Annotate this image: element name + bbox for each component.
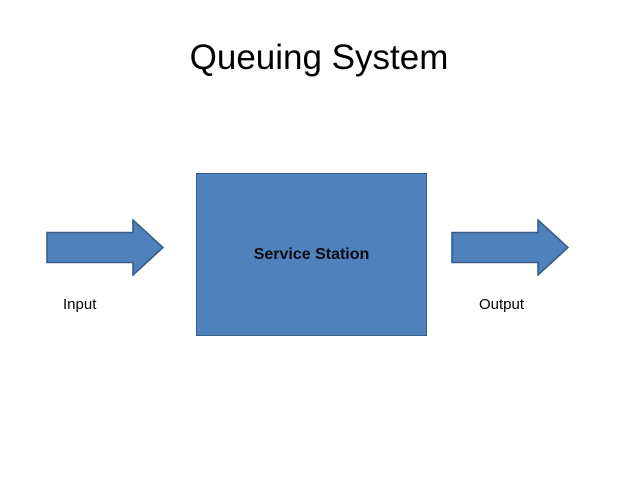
page-title: Queuing System [189,38,449,77]
service-station-node: Service Station [196,173,427,336]
service-station-label: Service Station [253,245,370,263]
output-arrow-icon [451,219,569,276]
input-label: Input [63,296,97,313]
input-arrow-icon [46,219,164,276]
output-label: Output [479,296,525,313]
